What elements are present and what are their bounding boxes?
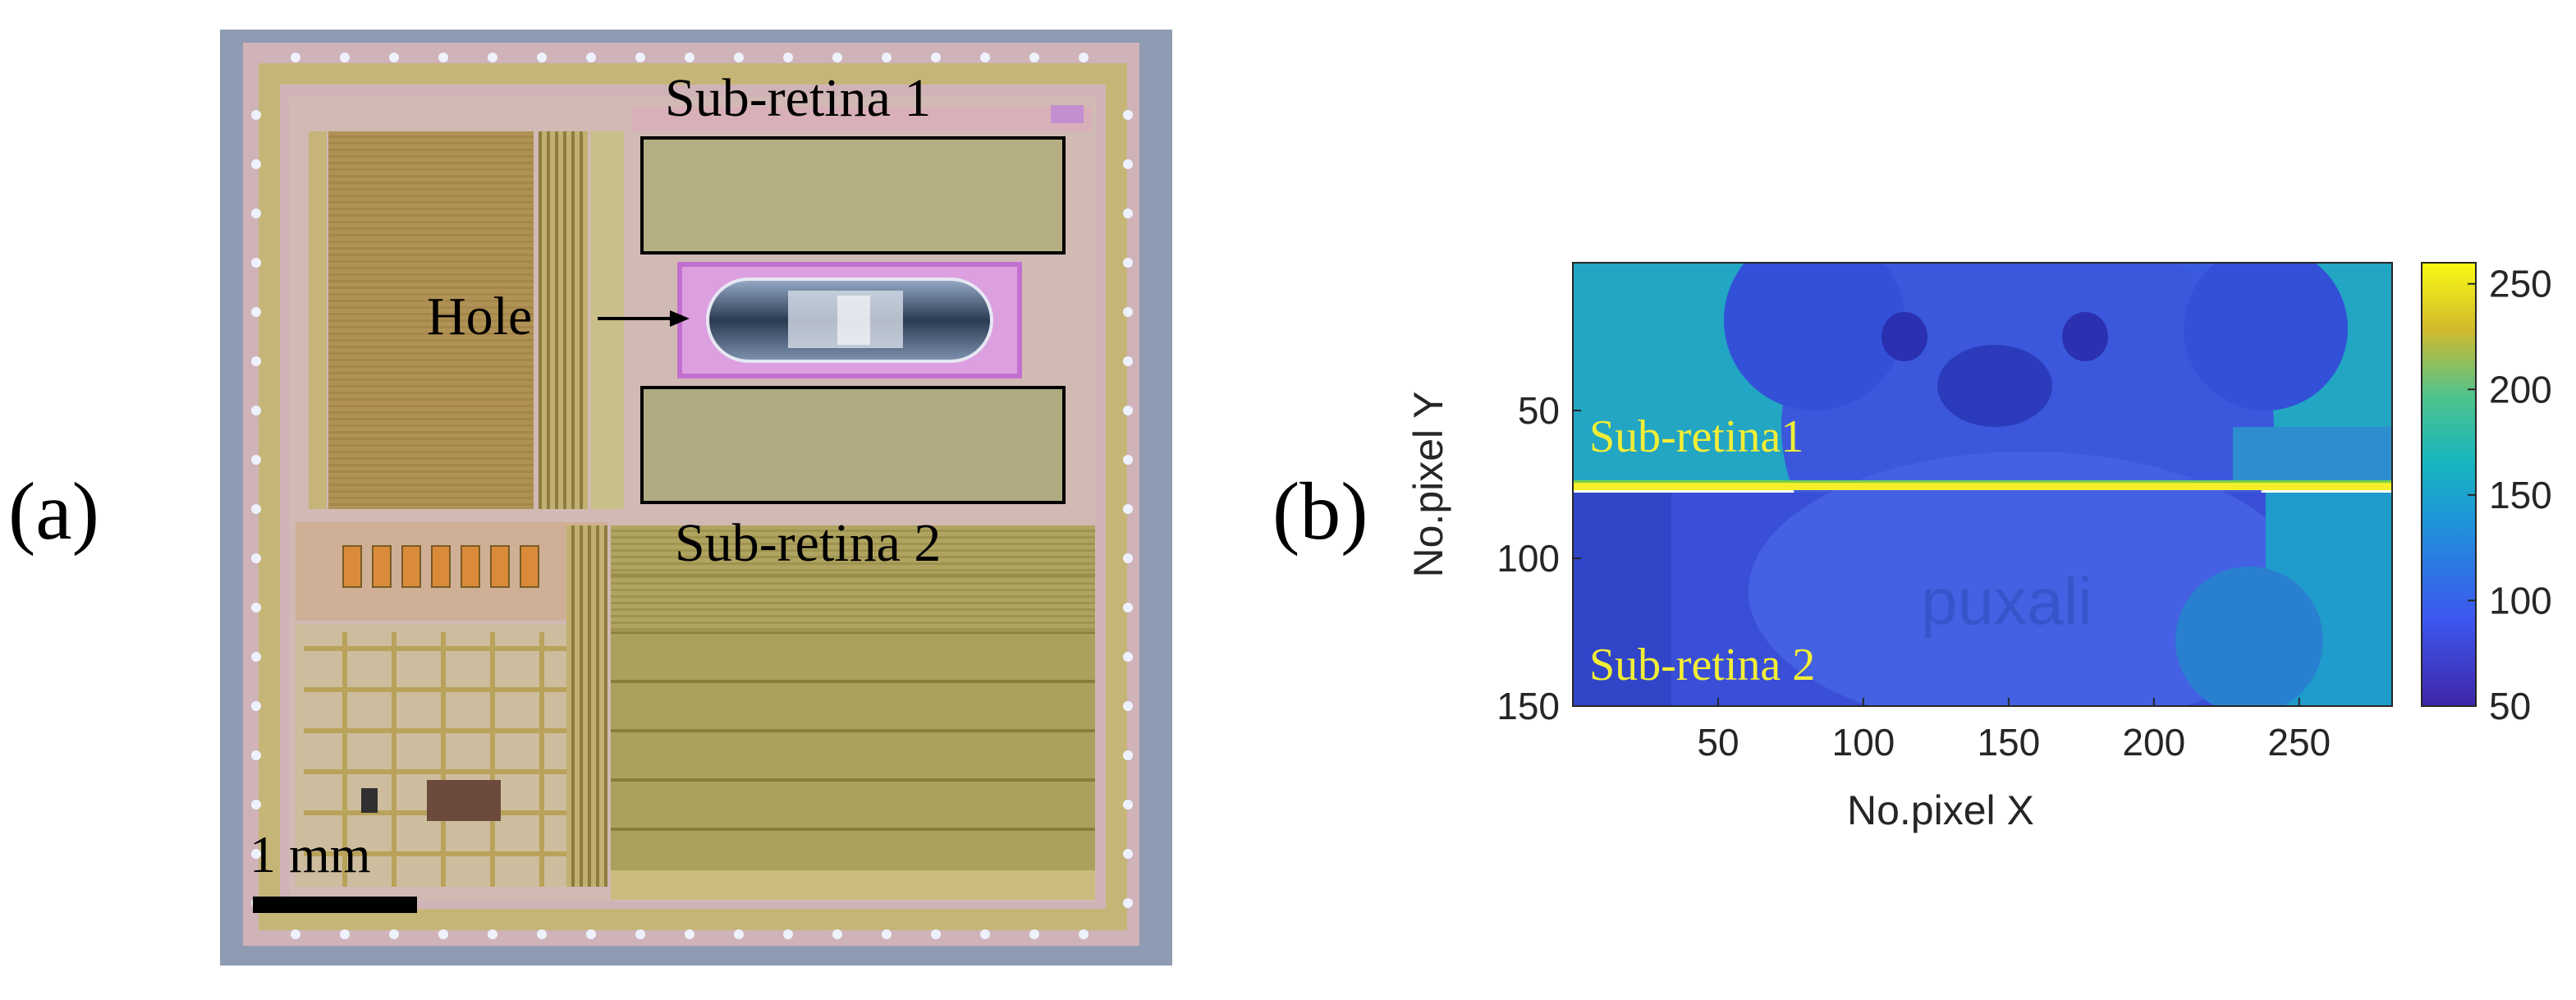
heatmap-image: puxali: [1573, 263, 2392, 706]
sub-retina-2-area: [640, 386, 1066, 504]
sub-retina-1-label: Sub-retina 1: [665, 68, 932, 128]
y-tick-label: 100: [1497, 537, 1560, 580]
x-axis-label: No.pixel X: [1847, 787, 2034, 833]
panel-b-label: (b): [1272, 466, 1368, 557]
x-tick-label: 100: [1832, 721, 1895, 764]
colorbar-tick-label: 200: [2489, 368, 2552, 411]
colorbar-tick-label: 100: [2489, 579, 2552, 622]
colorbar-tick-label: 150: [2489, 474, 2552, 516]
x-tick-label: 150: [1977, 721, 2040, 764]
sub-retina-1-area: [640, 136, 1066, 255]
colorbar: [2421, 262, 2477, 707]
x-tick-label: 250: [2267, 721, 2331, 764]
bear-shirt-text: puxali: [1921, 565, 2092, 638]
sub-retina2-overlay-label: Sub-retina 2: [1589, 640, 1816, 690]
x-tick-label: 50: [1697, 721, 1739, 764]
pad-ring: [259, 63, 1127, 930]
scale-bar-label: 1 mm: [250, 825, 371, 883]
y-axis-label: No.pixel Y: [1405, 391, 1451, 578]
hole-label: Hole: [427, 287, 533, 346]
sub-retina1-overlay-label: Sub-retina1: [1589, 411, 1804, 462]
panel-a-label: (a): [8, 466, 99, 557]
y-tick-label: 150: [1497, 685, 1560, 727]
sub-retina-divider-row: [1573, 482, 2392, 490]
colorbar-tick-label: 250: [2489, 263, 2552, 305]
x-tick-label: 200: [2122, 721, 2185, 764]
y-tick-label: 50: [1518, 389, 1560, 432]
scale-bar: [253, 897, 417, 913]
sub-retina-2-label: Sub-retina 2: [675, 513, 942, 573]
colorbar-tick-label: 50: [2489, 685, 2531, 727]
